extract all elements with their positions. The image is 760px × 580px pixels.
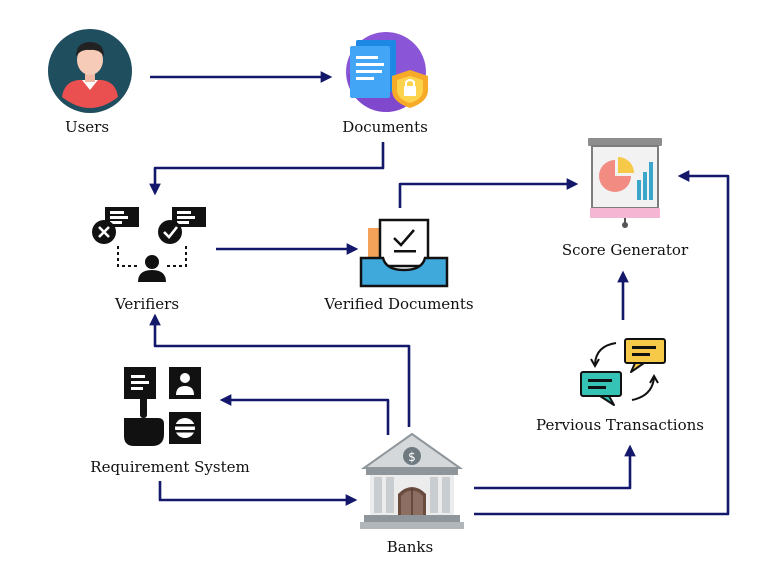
verifiers-icon xyxy=(92,207,206,282)
presentation-chart-icon xyxy=(588,138,662,228)
edge-banks-requirement-system xyxy=(219,394,390,435)
edge-requirement-system-banks xyxy=(158,481,358,506)
users-label: Users xyxy=(64,118,110,136)
edge-documents-verifiers xyxy=(149,142,385,196)
bank-building-icon: $ xyxy=(360,432,464,529)
chat-exchange-icon xyxy=(580,338,666,406)
edge-banks-previous-transactions xyxy=(474,444,636,490)
edge-verified-documents-score-generator xyxy=(398,178,579,208)
score-generator-label: Score Generator xyxy=(561,241,689,259)
verifiers-label: Verifiers xyxy=(114,295,180,313)
touchscreen-grid-icon xyxy=(124,367,201,446)
documents-label: Documents xyxy=(342,118,428,136)
secure-documents-icon xyxy=(346,32,428,112)
user-avatar-icon xyxy=(48,29,132,113)
requirement-system-label: Requirement System xyxy=(90,458,250,476)
previous-transactions-label: Pervious Transactions xyxy=(536,416,704,434)
svg-text:$: $ xyxy=(408,450,416,464)
verified-documents-label: Verified Documents xyxy=(324,295,474,313)
edge-banks-score-generator xyxy=(474,170,730,516)
edge-banks-verifiers xyxy=(149,313,411,427)
verified-inbox-icon xyxy=(359,218,449,288)
banks-label: Banks xyxy=(386,538,434,556)
